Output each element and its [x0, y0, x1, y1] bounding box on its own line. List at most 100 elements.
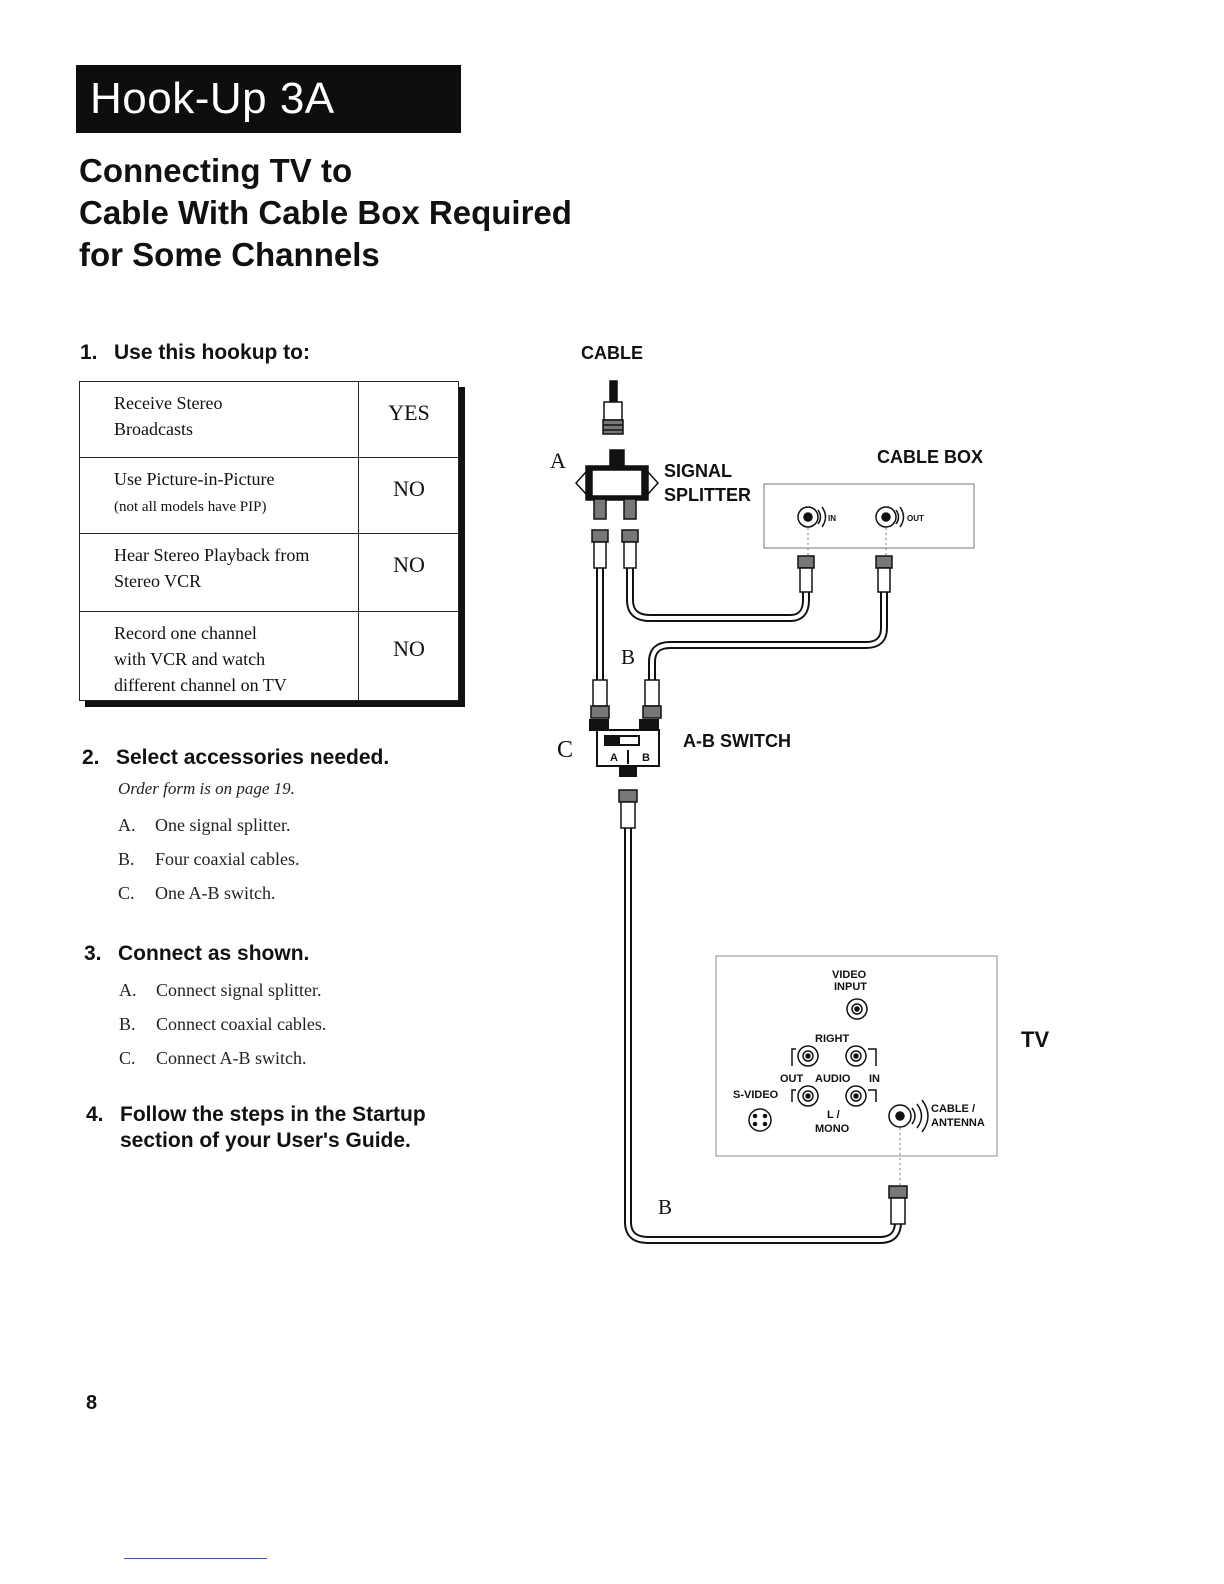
coax-cable-inner [598, 566, 900, 1242]
row-divider [358, 382, 359, 457]
list-item-text: Four coaxial cables. [155, 849, 300, 869]
step-1-number: 1. [80, 341, 98, 364]
signal-splitter-icon [574, 449, 660, 520]
left-label: L / [827, 1109, 840, 1121]
list-item: B. Four coaxial cables. [118, 845, 299, 879]
title-line-1: Connecting TV to [79, 152, 353, 189]
page-title: Connecting TV to Cable With Cable Box Re… [79, 150, 572, 276]
audio-out-label: OUT [780, 1073, 804, 1085]
list-item: C. Connect A-B switch. [119, 1044, 326, 1078]
row-label-line: Broadcasts [114, 419, 193, 439]
step-2-title: 2. Select accessories needed. [82, 745, 389, 771]
right-label: RIGHT [815, 1033, 850, 1045]
signal-splitter-label-line-2: SPLITTER [664, 485, 751, 505]
list-item-text: One signal splitter. [155, 815, 291, 835]
row-value: NO [393, 552, 425, 577]
coax-cable [596, 564, 902, 1244]
list-item-letter: B. [119, 1014, 136, 1034]
row-label-line: Record one channel [114, 623, 257, 643]
list-item: A.Connect signal splitter. [119, 976, 326, 1010]
coax-connector-icon [590, 529, 908, 1225]
tv-back-panel [715, 955, 998, 1157]
step-4-text-line-1: Follow the steps in the Startup [120, 1103, 426, 1126]
ab-switch-b-label: B [642, 752, 650, 764]
step-3-title: 3. Connect as shown. [84, 941, 309, 967]
cable-antenna-jack-icon [888, 1099, 929, 1133]
signal-splitter-label-line-1: SIGNAL [664, 461, 732, 481]
list-item-text: Connect coaxial cables. [156, 1014, 327, 1034]
title-line-2: Cable With Cable Box Required [79, 194, 572, 231]
list-item-text: Connect signal splitter. [156, 980, 322, 1000]
audio-left-in-jack-icon [845, 1085, 877, 1107]
list-item-letter: B. [118, 849, 135, 869]
list-item-letter: C. [119, 1048, 136, 1068]
step-1-text: Use this hookup to: [114, 341, 310, 364]
order-form-note: Order form is on page 19. [118, 779, 295, 798]
video-input-label-line-2: INPUT [834, 981, 867, 993]
row-value: YES [388, 400, 430, 425]
cable-antenna-label-line-1: CABLE / [931, 1103, 975, 1115]
row-divider [358, 458, 359, 533]
audio-label: AUDIO [815, 1073, 851, 1085]
step-4-title: 4. Follow the steps in the Startup sectio… [86, 1102, 426, 1154]
row-value: NO [393, 476, 425, 501]
footer-rule [124, 1558, 267, 1559]
row-label: Use Picture-in-Picture (not all models h… [114, 466, 354, 520]
list-item-text: One A-B switch. [155, 883, 276, 903]
row-label-line: with VCR and watch [114, 649, 266, 669]
connect-steps-list: A.Connect signal splitter. B. Connect coa… [119, 976, 326, 1078]
list-item: B. Connect coaxial cables. [119, 1010, 326, 1044]
table-row: Record one channel with VCR and watch di… [80, 612, 458, 700]
list-item: C. One A-B switch. [118, 879, 299, 913]
letter-a-label: A [550, 448, 566, 473]
row-value: NO [393, 636, 425, 661]
row-divider [358, 534, 359, 611]
letter-b-label: B [621, 645, 635, 669]
cable-antenna-label-line-2: ANTENNA [931, 1117, 985, 1129]
audio-right-in-jack-icon [845, 1045, 877, 1067]
table-row: Receive Stereo Broadcasts YES [80, 382, 458, 458]
tv-label: TV [1021, 1027, 1049, 1052]
audio-left-out-jack-icon [791, 1085, 819, 1107]
step-4-number: 4. [86, 1103, 104, 1126]
hookup-banner: Hook-Up 3A [76, 65, 461, 133]
step-4-text-line-2: section of your User's Guide. [120, 1129, 411, 1152]
audio-in-label: IN [869, 1073, 880, 1085]
row-divider [358, 612, 359, 700]
step-3-text: Connect as shown. [118, 942, 310, 965]
letter-b-label-lower: B [658, 1195, 672, 1219]
row-label-line: Hear Stereo Playback from [114, 545, 310, 565]
step-3-number: 3. [84, 942, 102, 965]
cable-box-in-jack-icon [797, 506, 827, 528]
step-2-number: 2. [82, 746, 100, 769]
row-label-line: Stereo VCR [114, 571, 202, 591]
ab-switch-label: A-B SWITCH [683, 731, 791, 751]
cable-connector-icon [602, 380, 624, 435]
s-video-jack-icon [748, 1108, 772, 1132]
audio-right-out-jack-icon [791, 1045, 819, 1067]
row-label: Hear Stereo Playback from Stereo VCR [114, 542, 354, 594]
ab-switch-a-label: A [610, 752, 618, 764]
video-input-jack-icon [846, 998, 868, 1020]
row-label-line: Receive Stereo [114, 393, 223, 413]
step-1-title: 1. Use this hookup to: [80, 340, 310, 366]
video-input-label-line-1: VIDEO [832, 969, 867, 981]
row-label: Receive Stereo Broadcasts [114, 390, 354, 442]
list-item-letter: A. [118, 815, 136, 835]
cable-box-label: CABLE BOX [877, 447, 983, 467]
cable-box-in-label: IN [828, 514, 836, 523]
cable-box-panel [763, 483, 975, 549]
list-item-letter: C. [118, 883, 135, 903]
s-video-label: S-VIDEO [733, 1089, 779, 1101]
cable-label: CABLE [581, 343, 643, 363]
table-row: Use Picture-in-Picture (not all models h… [80, 458, 458, 534]
list-item-text: Connect A-B switch. [156, 1048, 307, 1068]
row-label-line: Use Picture-in-Picture [114, 469, 275, 489]
step-2-text: Select accessories needed. [116, 746, 390, 769]
row-label-line: different channel on TV [114, 675, 287, 695]
table-row: Hear Stereo Playback from Stereo VCR NO [80, 534, 458, 612]
page-number: 8 [86, 1392, 98, 1414]
ab-switch-icon [589, 719, 660, 777]
cable-box-out-label: OUT [907, 514, 924, 523]
